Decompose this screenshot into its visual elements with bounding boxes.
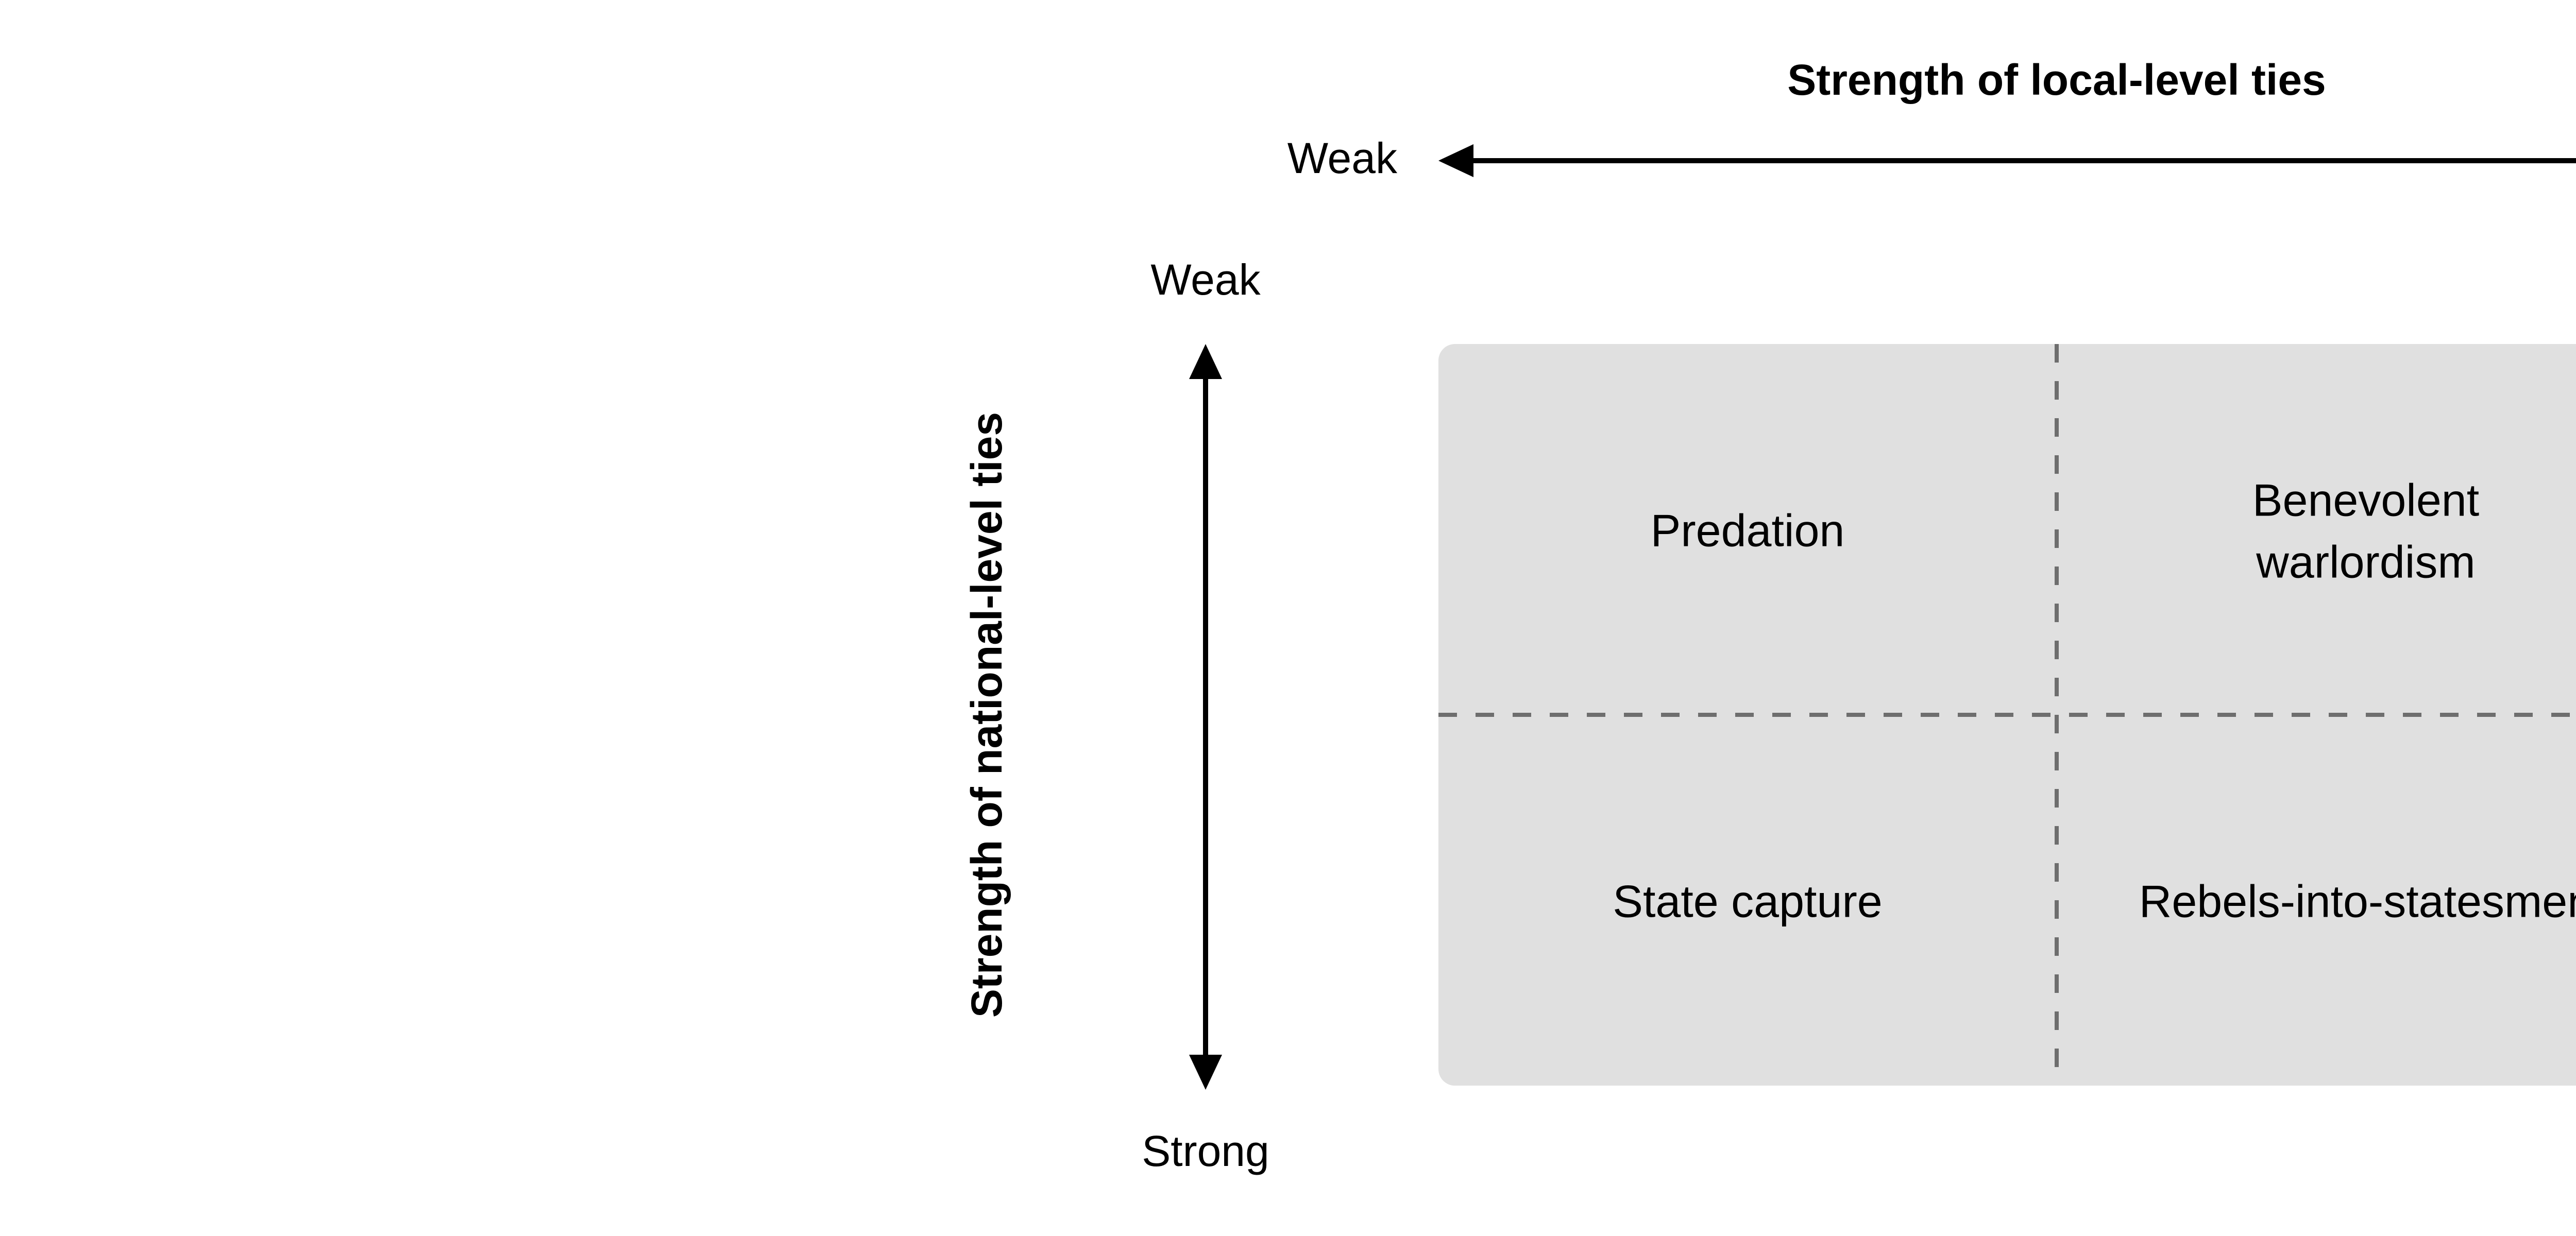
y-axis-arrowhead-top-icon <box>1189 344 1222 379</box>
x-axis-weak-label: Weak <box>1287 136 1397 183</box>
y-axis-weak-label: Weak <box>1150 258 1261 305</box>
quadrant-label-rebels-into-statesmen: Rebels-into-statesmen <box>2139 876 2576 928</box>
quadrant-label-benevolent-warlordism: Benevolent warlordism <box>2252 474 2480 587</box>
quadrant-label-state-capture: State capture <box>1613 876 1883 928</box>
y-axis-strong-label: Strong <box>1142 1129 1269 1176</box>
x-axis-title: Strength of local-level ties <box>1787 58 2326 105</box>
y-axis-title: Strength of national-level ties <box>964 411 1012 1018</box>
y-axis-arrowhead-bottom-icon <box>1189 1055 1222 1090</box>
quadrant-label-predation: Predation <box>1650 505 1845 557</box>
x-axis-arrowhead-left-icon <box>1438 144 1473 177</box>
